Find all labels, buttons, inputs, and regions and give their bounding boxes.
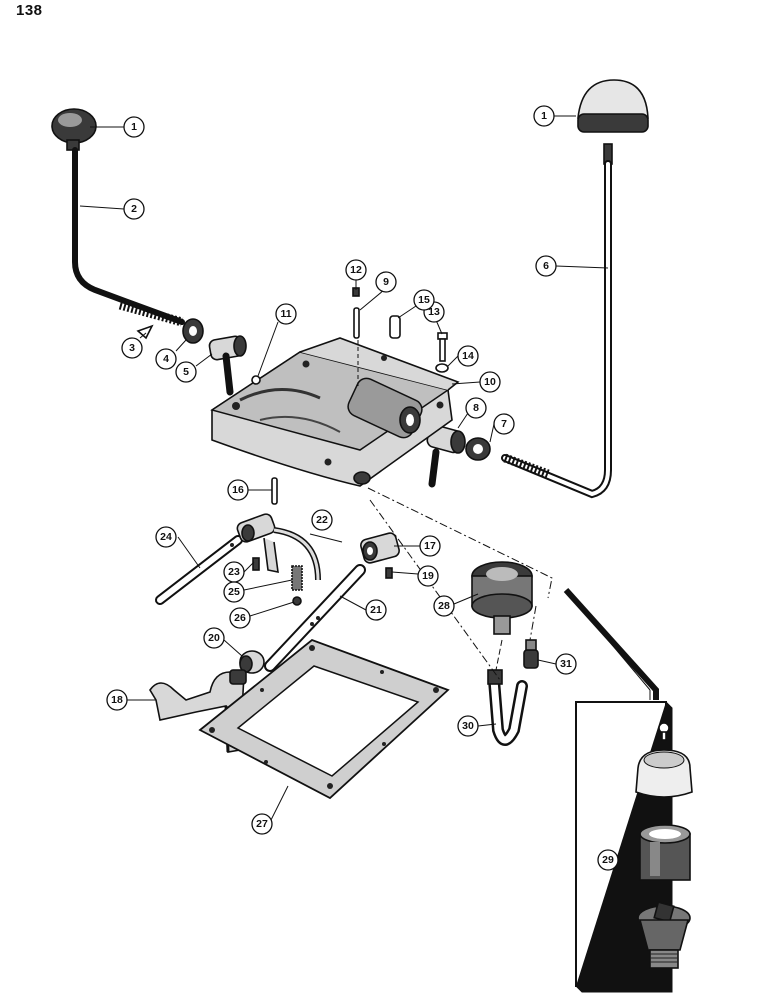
callout-5: 5 (175, 361, 197, 383)
callout-17: 17 (419, 535, 441, 557)
svg-text:8: 8 (473, 402, 479, 414)
callout-29: 29 (597, 849, 619, 871)
elbow-fitting-30 (487, 669, 528, 746)
callout-20: 20 (203, 627, 225, 649)
pin-16 (271, 477, 278, 505)
cap-screw-13 (437, 332, 448, 362)
svg-text:16: 16 (232, 484, 244, 496)
svg-text:6: 6 (543, 260, 549, 272)
callout-1-right: 1 (533, 105, 555, 127)
svg-text:20: 20 (208, 632, 220, 644)
callout-8: 8 (465, 397, 487, 419)
left-woodruff-key (136, 324, 154, 340)
callout-12: 12 (345, 259, 367, 281)
callout-28: 28 (433, 595, 455, 617)
callout-6: 6 (535, 255, 557, 277)
shift-rail-24 (155, 535, 243, 605)
svg-text:19: 19 (422, 570, 434, 582)
svg-text:21: 21 (370, 604, 382, 616)
callout-27: 27 (251, 813, 273, 835)
left-washer (182, 318, 204, 344)
svg-text:11: 11 (280, 308, 291, 320)
callout-24: 24 (155, 526, 177, 548)
svg-text:23: 23 (228, 566, 240, 578)
lock-washer-14 (435, 363, 449, 373)
callout-23: 23 (223, 561, 245, 583)
right-washer (465, 437, 491, 461)
svg-text:1: 1 (131, 121, 137, 133)
left-shift-knob (51, 108, 97, 151)
dowel-15 (389, 315, 401, 339)
svg-text:2: 2 (131, 203, 137, 215)
ball-26 (292, 596, 302, 606)
shifter-block-17 (360, 532, 400, 564)
callout-9: 9 (375, 271, 397, 293)
svg-text:3: 3 (129, 342, 135, 354)
svg-text:27: 27 (256, 818, 268, 830)
callout-10: 10 (479, 371, 501, 393)
left-shift-lever (72, 147, 185, 327)
left-lever-arm (208, 335, 247, 396)
svg-text:29: 29 (602, 854, 614, 866)
callout-2: 2 (123, 198, 145, 220)
svg-text:18: 18 (111, 694, 123, 706)
filter-element-29 (639, 824, 691, 881)
right-shift-lever (501, 160, 612, 499)
callout-22: 22 (311, 509, 333, 531)
callout-30: 30 (457, 715, 479, 737)
svg-text:22: 22 (316, 514, 328, 526)
callout-4: 4 (155, 348, 177, 370)
svg-text:28: 28 (438, 600, 450, 612)
inset-cap (635, 749, 693, 798)
callout-25: 25 (223, 581, 245, 603)
svg-text:1: 1 (541, 110, 547, 122)
callout-7: 7 (493, 413, 515, 435)
callout-11: 11 (275, 303, 297, 325)
callout-14: 14 (457, 345, 479, 367)
shifter-cover-housing (210, 337, 460, 487)
callout-31: 31 (555, 653, 577, 675)
svg-text:31: 31 (560, 658, 572, 670)
callout-3: 3 (121, 337, 143, 359)
callout-1-left: 1 (123, 116, 145, 138)
svg-text:12: 12 (350, 264, 362, 276)
svg-text:30: 30 (462, 720, 474, 732)
callout-19: 19 (417, 565, 439, 587)
callout-16: 16 (227, 479, 249, 501)
svg-text:25: 25 (228, 586, 240, 598)
pin-9 (353, 307, 360, 339)
screw-23 (252, 557, 260, 571)
hole-11 (251, 375, 261, 385)
callout-26: 26 (229, 607, 251, 629)
svg-text:24: 24 (160, 531, 172, 543)
svg-text:26: 26 (234, 612, 246, 624)
bushing-20 (239, 650, 265, 674)
screw-19 (385, 567, 393, 579)
svg-text:15: 15 (418, 294, 430, 306)
svg-text:9: 9 (383, 276, 389, 288)
svg-text:5: 5 (183, 366, 189, 378)
shift-fork-22 (236, 513, 321, 581)
svg-text:13: 13 (428, 306, 440, 318)
callout-15: 15 (413, 289, 435, 311)
callout-18: 18 (106, 689, 128, 711)
shift-rail-21 (264, 564, 366, 672)
breather-28 (471, 561, 533, 635)
spring-25 (291, 565, 303, 591)
svg-text:10: 10 (484, 376, 496, 388)
right-shift-knob (577, 79, 649, 165)
svg-text:14: 14 (462, 350, 474, 362)
svg-text:7: 7 (501, 418, 507, 430)
inset-base-fitting (637, 901, 691, 969)
svg-text:17: 17 (424, 540, 436, 552)
connector-31 (523, 639, 539, 669)
gasket-27 (198, 638, 450, 800)
page-number: 138 (16, 2, 43, 19)
svg-text:4: 4 (163, 353, 169, 365)
inset-screw (658, 722, 670, 741)
callout-21: 21 (365, 599, 387, 621)
